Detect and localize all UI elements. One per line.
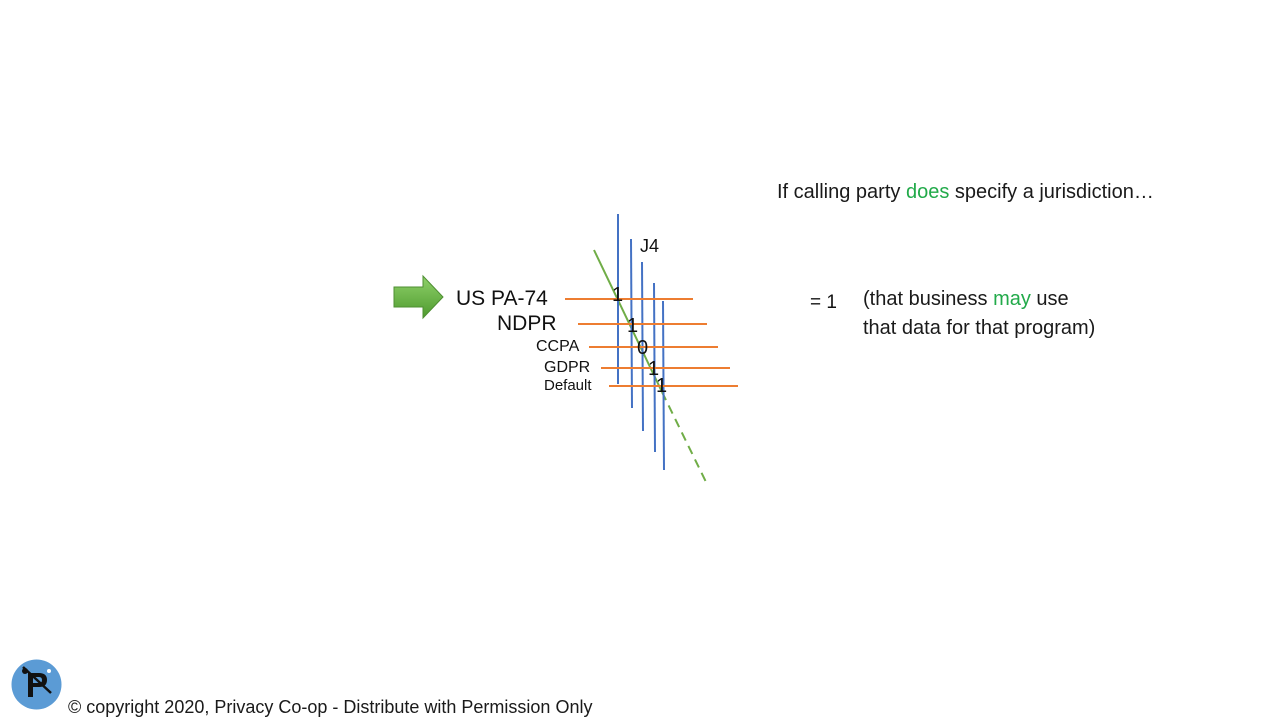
cell-value: 1 (656, 375, 668, 397)
column-label-j4: J4 (640, 236, 660, 256)
explanation-prefix: (that business (863, 288, 994, 310)
explanation-line-1: (that business may use (863, 285, 1095, 314)
headline-emphasis: does (905, 181, 950, 203)
privacy-coop-logo-icon (11, 659, 62, 710)
result-explanation: (that business may use that data for tha… (863, 285, 1095, 343)
explanation-suffix: use (1030, 288, 1069, 310)
result-equation: = 1 (810, 292, 837, 313)
footer-copyright: © copyright 2020, Privacy Co-op - Distri… (68, 697, 593, 717)
headline-suffix: specify a jurisdiction… (949, 181, 1154, 203)
row-label-us-pa-74: US PA-74 (456, 287, 548, 310)
cell-value: 1 (648, 358, 660, 380)
row-label-default: Default (544, 377, 592, 394)
headline-prefix: If calling party (777, 181, 906, 203)
pointer-arrow-icon (393, 274, 444, 320)
cell-value: 1 (612, 284, 624, 306)
row-label-gdpr: GDPR (544, 359, 591, 376)
row-label-ndpr: NDPR (497, 312, 557, 335)
row-label-ccpa: CCPA (536, 338, 580, 355)
cell-value: 0 (637, 337, 649, 359)
explanation-emphasis: may (993, 288, 1031, 310)
explanation-line-2: that data for that program) (863, 317, 1096, 339)
row-lines (565, 298, 738, 387)
headline: If calling party does specify a jurisdic… (777, 182, 1154, 202)
cell-value: 1 (627, 315, 639, 337)
